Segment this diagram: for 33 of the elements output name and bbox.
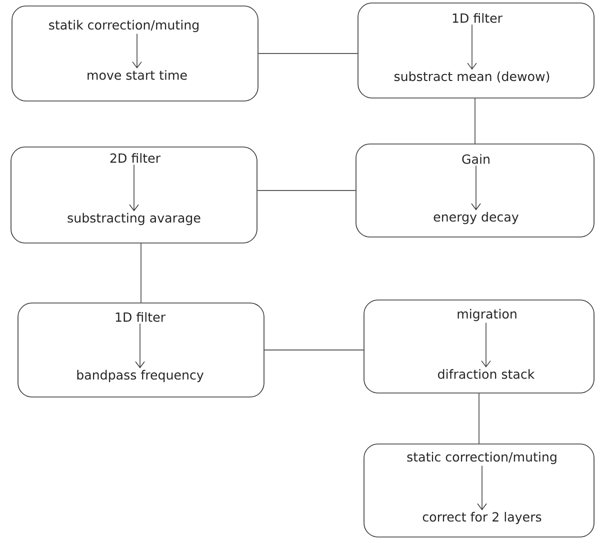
step-heading: Gain <box>462 154 490 164</box>
connector-line <box>257 190 356 191</box>
connector-line <box>258 53 358 54</box>
step-text: bandpass frequency <box>77 370 204 382</box>
step-text: substracting avarage <box>68 212 200 226</box>
arrow <box>467 24 477 70</box>
arrow <box>135 323 145 368</box>
arrow <box>471 165 481 210</box>
step-heading: migration <box>458 308 516 322</box>
step-text: move start time <box>88 70 187 80</box>
process-box <box>356 144 594 238</box>
connector-line <box>140 243 142 303</box>
step-heading: 2D filter <box>110 153 160 163</box>
process-box <box>358 2 594 98</box>
process-box <box>10 146 258 244</box>
process-box <box>364 300 594 394</box>
arrow <box>481 322 491 368</box>
process-box <box>18 302 264 398</box>
connector-line <box>474 98 476 144</box>
step-heading: statik correction/muting <box>49 20 198 32</box>
step-heading: 1D filter <box>116 312 166 322</box>
process-box <box>364 444 594 538</box>
step-text: difraction stack <box>438 369 535 379</box>
step-heading: 1D filter <box>452 13 502 23</box>
step-text: substract mean (dewow) <box>394 71 550 83</box>
process-box <box>12 6 258 102</box>
step-text: energy decay <box>434 212 518 224</box>
connector-line <box>478 393 480 444</box>
step-text: correct for 2 layers <box>422 512 542 524</box>
arrow <box>129 164 139 212</box>
arrow <box>132 33 142 68</box>
arrow <box>477 465 487 510</box>
step-heading: static correction/muting <box>407 452 556 464</box>
